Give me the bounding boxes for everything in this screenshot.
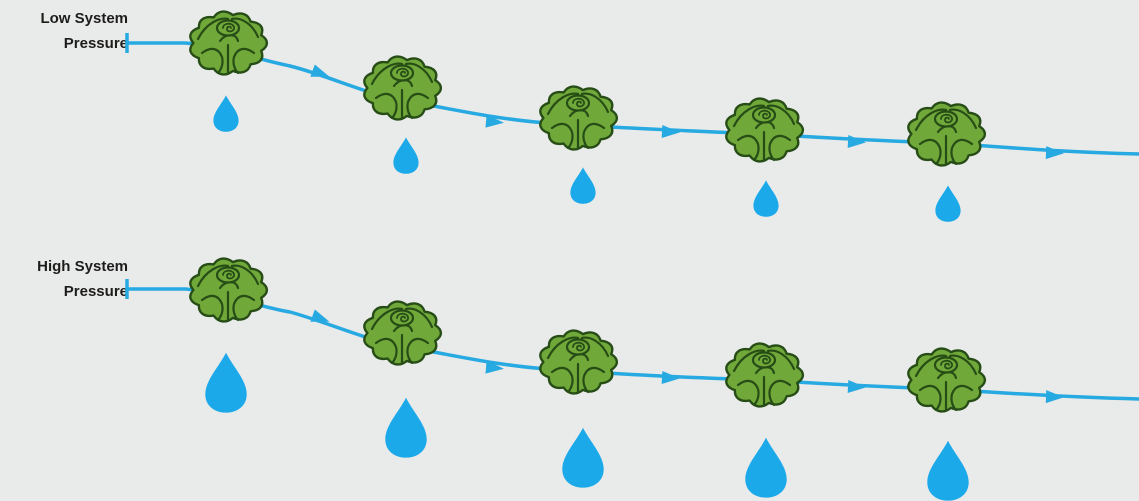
high-flow-arrow-icon-4 <box>848 380 867 394</box>
high-flow-arrow-icon-3 <box>662 371 681 385</box>
high-water-drop-icon-4 <box>745 438 786 498</box>
low-water-drop-icon-1 <box>213 95 238 131</box>
high-lettuce-icon-2 <box>364 302 441 365</box>
low-flow-arrow-icon-5 <box>1046 146 1064 160</box>
high-water-drop-icon-5 <box>927 441 968 501</box>
low-flow-arrow-icon-1 <box>310 64 331 82</box>
high-flow-arrow-icon-5 <box>1046 390 1064 404</box>
low-flow-arrow-icon-3 <box>662 125 681 139</box>
low-water-drop-icon-2 <box>393 137 418 173</box>
high-lettuce-icon-4 <box>726 344 803 407</box>
low-water-drop-icon-4 <box>753 180 778 216</box>
low-pipe-line <box>127 43 1139 154</box>
high-water-drop-icon-3 <box>562 428 603 488</box>
low-water-drop-icon-5 <box>935 185 960 221</box>
low-lettuce-icon-5 <box>908 103 985 166</box>
high-pressure-row <box>127 259 1139 501</box>
low-lettuce-icon-3 <box>540 87 617 150</box>
high-lettuce-icon-5 <box>908 349 985 412</box>
high-lettuce-icon-1 <box>190 259 267 322</box>
high-water-drop-icon-2 <box>385 398 426 458</box>
low-pressure-row <box>127 12 1139 222</box>
low-lettuce-icon-2 <box>364 57 441 120</box>
high-water-drop-icon-1 <box>205 353 246 413</box>
low-water-drop-icon-3 <box>570 167 595 203</box>
high-pipe-line <box>127 289 1139 399</box>
low-flow-arrow-icon-4 <box>848 135 867 149</box>
high-lettuce-icon-3 <box>540 331 617 394</box>
low-lettuce-icon-4 <box>726 99 803 162</box>
low-lettuce-icon-1 <box>190 12 267 75</box>
